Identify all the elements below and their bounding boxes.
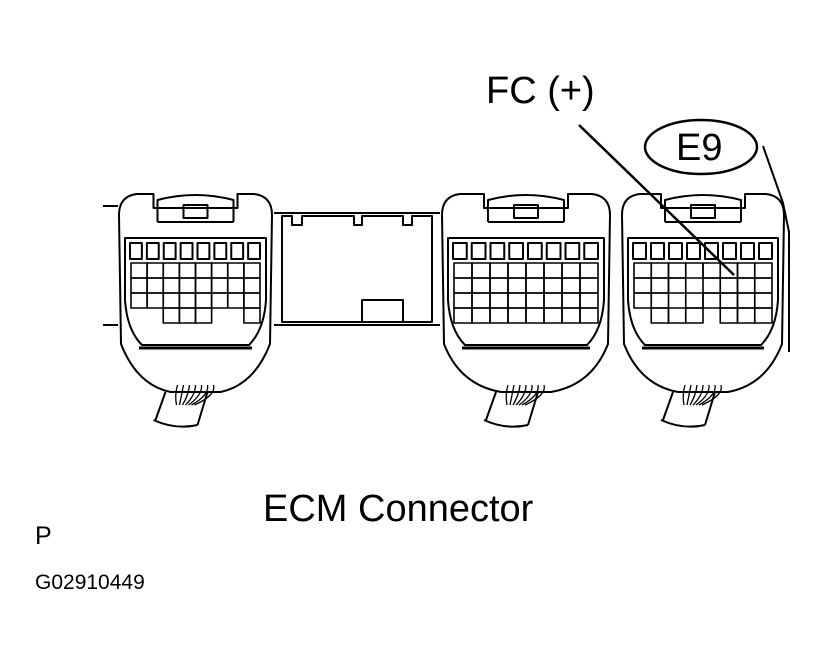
connector-right-e9 [621, 193, 785, 428]
connector-code-label: E9 [676, 127, 723, 169]
view-code-label: P [35, 522, 52, 550]
ecu-housing [103, 145, 790, 352]
diagram-caption: ECM Connector [263, 488, 534, 530]
connector-left [118, 193, 273, 428]
e9-callout-ellipse [643, 118, 759, 176]
fc-leader-line [578, 124, 735, 276]
figure-id-label: G02910449 [35, 571, 145, 594]
blank-socket [281, 215, 433, 323]
fc-pin-callout-label: FC (+) [486, 70, 595, 112]
connector-center [441, 193, 611, 428]
